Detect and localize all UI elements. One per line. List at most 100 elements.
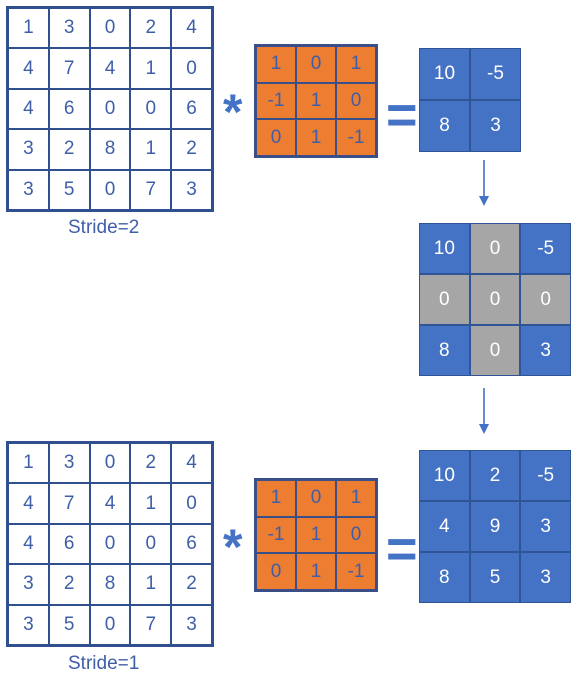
convolution-operator-bottom: * xyxy=(223,519,243,575)
matrix-cell: -1 xyxy=(256,82,296,120)
matrix-cell: 2 xyxy=(48,564,90,605)
matrix-cell: 8 xyxy=(419,100,470,152)
matrix-cell: 3 xyxy=(8,129,49,170)
caption-stride1: Stride=1 xyxy=(68,653,140,674)
matrix-cell: 0 xyxy=(520,274,571,325)
matrix-cell: 4 xyxy=(171,443,212,484)
matrix-cell: 5 xyxy=(48,169,90,210)
matrix-cell: -1 xyxy=(336,553,376,590)
matrix-cell: 2 xyxy=(469,450,521,501)
matrix-cell: 7 xyxy=(48,48,90,89)
matrix-cell: 1 xyxy=(296,553,336,590)
matrix-cell: 3 xyxy=(171,604,212,645)
matrix-cell: 3 xyxy=(8,564,49,605)
matrix-cell: 0 xyxy=(171,483,212,524)
matrix-cell: 1 xyxy=(336,46,376,83)
matrix-cell: 0 xyxy=(336,516,376,554)
down-arrow-1 xyxy=(479,160,489,206)
matrix-cell: 0 xyxy=(130,88,172,130)
matrix-cell: 6 xyxy=(171,88,212,130)
matrix-cell: 8 xyxy=(419,325,470,376)
matrix-cell: 0 xyxy=(89,169,131,210)
matrix-cell: 10 xyxy=(419,450,470,501)
matrix-cell: 4 xyxy=(8,523,49,565)
matrix-cell: 6 xyxy=(48,88,90,130)
matrix-cell: 1 xyxy=(130,129,172,170)
matrix-cell: 2 xyxy=(48,129,90,170)
matrix-cell: 7 xyxy=(130,169,172,210)
matrix-cell: 1 xyxy=(8,8,49,49)
matrix-cell: 4 xyxy=(8,88,49,130)
matrix-cell: 1 xyxy=(8,443,49,484)
matrix-cell: 0 xyxy=(296,46,336,83)
matrix-cell: 2 xyxy=(130,443,172,484)
matrix-cell: 3 xyxy=(470,100,521,152)
matrix-cell: 0 xyxy=(296,480,336,517)
matrix-cell: 3 xyxy=(520,501,571,552)
matrix-cell: 4 xyxy=(8,483,49,524)
matrix-cell: 10 xyxy=(419,223,470,274)
matrix-cell: 1 xyxy=(296,516,336,554)
matrix-cell: 0 xyxy=(89,88,131,130)
caption-stride2: Stride=2 xyxy=(68,217,140,238)
matrix-cell: 0 xyxy=(469,223,521,274)
matrix-cell: 4 xyxy=(419,501,470,552)
matrix-cell: 0 xyxy=(336,82,376,120)
equals-sign-top: = xyxy=(386,85,418,145)
matrix-cell: 1 xyxy=(256,46,296,83)
matrix-cell: 3 xyxy=(520,552,571,603)
convolution-operator-top: * xyxy=(223,84,243,140)
matrix-cell: 3 xyxy=(8,604,49,645)
matrix-cell: 1 xyxy=(130,564,172,605)
matrix-cell: 1 xyxy=(130,48,172,89)
matrix-cell: 6 xyxy=(171,523,212,565)
matrix-cell: 3 xyxy=(48,443,90,484)
matrix-cell: 7 xyxy=(130,604,172,645)
matrix-cell: 8 xyxy=(89,564,131,605)
matrix-cell: 4 xyxy=(8,48,49,89)
matrix-cell: 8 xyxy=(89,129,131,170)
matrix-cell: -1 xyxy=(336,119,376,156)
matrix-cell: 5 xyxy=(469,552,521,603)
equals-sign-bottom: = xyxy=(386,519,418,579)
matrix-cell: 5 xyxy=(48,604,90,645)
matrix-cell: 0 xyxy=(130,523,172,565)
matrix-cell: 4 xyxy=(89,48,131,89)
matrix-cell: -1 xyxy=(256,516,296,554)
matrix-cell: 0 xyxy=(469,274,521,325)
matrix-cell: -5 xyxy=(470,48,521,100)
down-arrow-2 xyxy=(479,388,489,434)
matrix-cell: 1 xyxy=(296,82,336,120)
matrix-cell: 1 xyxy=(256,480,296,517)
matrix-cell: -5 xyxy=(520,223,571,274)
matrix-cell: 2 xyxy=(171,564,212,605)
matrix-cell: 7 xyxy=(48,483,90,524)
matrix-cell: -5 xyxy=(520,450,571,501)
matrix-cell: 0 xyxy=(256,553,296,590)
matrix-cell: 3 xyxy=(520,325,571,376)
matrix-cell: 9 xyxy=(469,501,521,552)
matrix-cell: 1 xyxy=(336,480,376,517)
matrix-cell: 0 xyxy=(89,604,131,645)
matrix-cell: 0 xyxy=(256,119,296,156)
matrix-cell: 0 xyxy=(89,523,131,565)
matrix-cell: 2 xyxy=(171,129,212,170)
matrix-cell: 0 xyxy=(469,325,521,376)
matrix-cell: 1 xyxy=(130,483,172,524)
matrix-cell: 3 xyxy=(48,8,90,49)
matrix-cell: 6 xyxy=(48,523,90,565)
matrix-cell: 0 xyxy=(419,274,470,325)
matrix-cell: 8 xyxy=(419,552,470,603)
matrix-cell: 3 xyxy=(8,169,49,210)
matrix-cell: 3 xyxy=(171,169,212,210)
matrix-cell: 0 xyxy=(89,8,131,49)
matrix-cell: 0 xyxy=(89,443,131,484)
matrix-cell: 10 xyxy=(419,48,470,100)
